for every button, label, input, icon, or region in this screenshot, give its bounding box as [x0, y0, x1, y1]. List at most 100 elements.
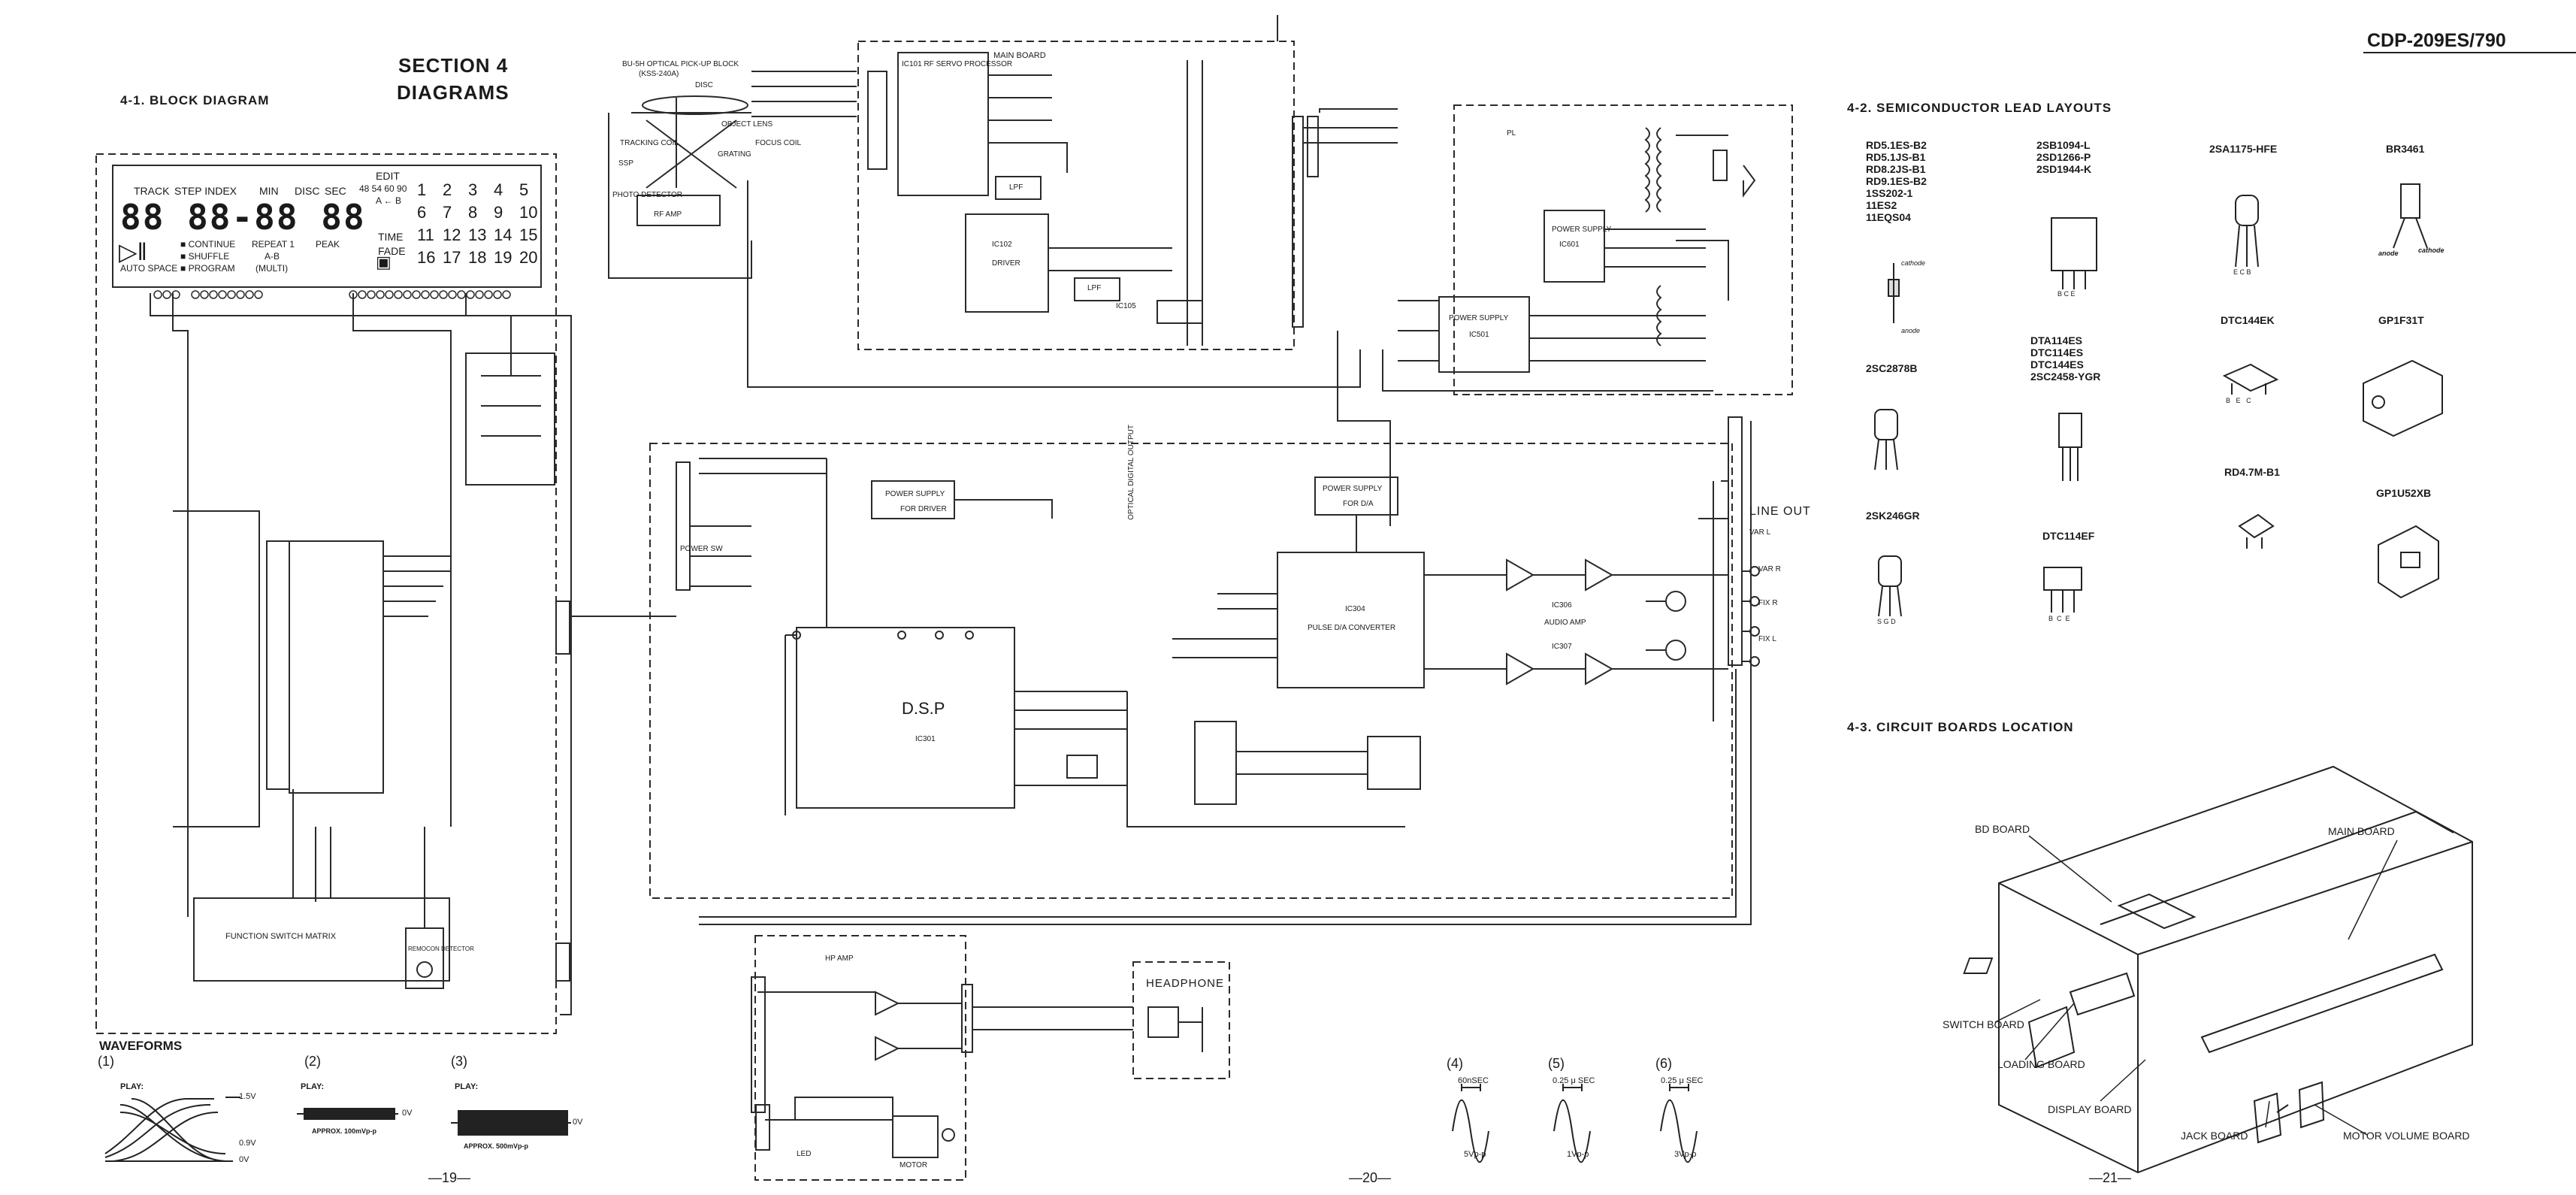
ic304-label: IC304	[1345, 605, 1365, 613]
waveform-4-num: (4)	[1447, 1056, 1464, 1071]
part-2sc2878b: 2SC2878B	[1866, 362, 1918, 374]
hp-region-outline	[754, 935, 966, 1181]
part-dtc144ek-pins: B E C	[2226, 397, 2251, 404]
section-title: SECTION 4	[398, 54, 509, 77]
grid-number: 15	[519, 225, 538, 244]
page-number-19: —19—	[428, 1170, 471, 1185]
board-label-jack: JACK BOARD	[2181, 1130, 2248, 1142]
chassis-art	[1963, 765, 2473, 1174]
driver-label: DRIVER	[992, 259, 1020, 268]
part-br3461-anode: anode	[2378, 250, 2399, 257]
speaker-icon: ▣	[376, 253, 392, 271]
rf-servo-label: IC101 RF SERVO PROCESSOR	[902, 60, 1013, 68]
waveform-6-amp: 3Vp-p	[1674, 1150, 1697, 1159]
waveform-1-v2: 0.9V	[239, 1139, 256, 1148]
boards-location-title: 4-3. CIRCUIT BOARDS LOCATION	[1847, 720, 2074, 734]
waveform-4-period: 60nSEC	[1458, 1076, 1489, 1085]
waveform-3-v1: 0V	[573, 1118, 583, 1127]
diode-anode-pin: anode	[1901, 327, 1921, 334]
waveform-5-amp: 1Vp-p	[1567, 1150, 1589, 1159]
grid-number: 10	[519, 203, 538, 222]
part-gp1u52xb: GP1U52XB	[2376, 487, 2432, 499]
optical-pickup-label: BU-5H OPTICAL PICK-UP BLOCK	[622, 60, 739, 68]
power-region-outline	[1453, 104, 1793, 395]
for-da-label: FOR D/A	[1343, 500, 1374, 508]
main-board-outline	[857, 41, 1295, 350]
label-track: TRACK	[134, 185, 170, 197]
power-sw-label: POWER SW	[680, 545, 723, 553]
part-2sk246gr: 2SK246GR	[1866, 510, 1920, 522]
grid-number: 14	[494, 225, 512, 244]
waveform-6-num: (6)	[1655, 1056, 1673, 1071]
part-gp1f31t: GP1F31T	[2378, 314, 2424, 326]
part-rd4-7m: RD4.7M-B1	[2224, 466, 2280, 478]
waveform-6-period: 0.25 μ SEC	[1661, 1076, 1704, 1085]
waveform-4-amp: 5Vp-p	[1464, 1150, 1486, 1159]
page-number-20: —20—	[1349, 1170, 1392, 1185]
waveform-5-num: (5)	[1548, 1056, 1565, 1071]
fix-r-label: FIX R	[1758, 599, 1778, 607]
waveform-3-label: PLAY:	[455, 1082, 479, 1091]
label-disc: DISC	[295, 185, 320, 197]
part-dtc144ek: DTC144EK	[2221, 314, 2275, 326]
grid-number: 5	[519, 180, 529, 199]
board-label-loading: LOADING BOARD	[1997, 1058, 2085, 1070]
part-dtc114ef: DTC114EF	[2042, 530, 2095, 542]
photo-detector-label: PHOTO DETECTOR	[612, 191, 682, 199]
indicator-continue: ■ CONTINUE	[180, 239, 236, 250]
indicator-shuffle: ■ SHUFFLE	[180, 251, 230, 262]
hp-amp-label: HP AMP	[825, 954, 854, 963]
label-time: TIME	[378, 231, 404, 243]
grid-number: 19	[494, 248, 512, 267]
display-board-outline	[95, 153, 557, 1034]
ssp-label: SSP	[618, 159, 634, 168]
line-out-label: LINE OUT	[1749, 505, 1811, 518]
function-switch-matrix-label: FUNCTION SWITCH MATRIX	[225, 932, 337, 941]
grid-number: 17	[443, 248, 461, 267]
grid-number: 11	[417, 225, 434, 244]
ic306-label: IC306	[1552, 601, 1572, 610]
waveform-1-v1: 1.5V	[239, 1092, 256, 1101]
headphone-outline	[1132, 961, 1230, 1079]
label-sec: SEC	[325, 185, 346, 197]
ic307-label: IC307	[1552, 643, 1572, 651]
diode-cathode-pin: cathode	[1901, 259, 1926, 267]
waveform-2-num: (2)	[304, 1054, 322, 1069]
grid-number: 2	[443, 180, 452, 199]
var-l-label: VAR L	[1749, 528, 1771, 537]
headphone-label: HEADPHONE	[1146, 977, 1225, 990]
indicator-repeat: REPEAT 1	[252, 239, 295, 250]
ic301-label: IC301	[915, 735, 936, 743]
diode-part-list: RD5.1ES-B2 RD5.1JS-B1 RD8.2JS-B1 RD9.1ES…	[1866, 139, 1927, 223]
indicator-ab: A-B	[265, 251, 280, 262]
pulse-da-label: PULSE D/A CONVERTER	[1308, 624, 1396, 632]
edit-values: 48 54 60 90	[359, 183, 407, 194]
grid-number: 12	[443, 225, 461, 244]
seven-seg-readout: 88 88-88 88	[120, 197, 366, 237]
track-number-grid: 1 2 3 4 5 6 7 8 9 10 11 12 13 14 15 16 1…	[417, 180, 552, 268]
grid-number: 8	[468, 203, 478, 222]
audio-amp-label: AUDIO AMP	[1544, 619, 1586, 627]
grid-number: 1	[417, 180, 427, 199]
tracking-coil-label: TRACKING COIL	[620, 139, 679, 147]
led-label: LED	[797, 1150, 812, 1158]
dsp-label: D.S.P	[902, 699, 945, 718]
waveform-1-num: (1)	[98, 1054, 115, 1069]
pl-label: PL	[1507, 129, 1516, 138]
board-label-switch: SWITCH BOARD	[1943, 1018, 2024, 1030]
label-fade: FADE	[378, 245, 406, 257]
grid-number: 3	[468, 180, 478, 199]
part-br3461: BR3461	[2386, 143, 2425, 155]
waveforms-art	[104, 1084, 1698, 1163]
waveform-3-num: (3)	[451, 1054, 468, 1069]
digital-transistor-part-list: DTA114ES DTC114ES DTC144ES 2SC2458-YGR	[2030, 334, 2101, 383]
grid-number: 4	[494, 180, 503, 199]
disc-label: DISC	[695, 81, 713, 89]
board-label-bd: BD BOARD	[1975, 823, 2030, 835]
remote-detector-label: REMOCON DETECTOR	[408, 945, 474, 952]
optical-output-label: OPTICAL DIGITAL OUTPUT	[1127, 425, 1135, 520]
indicator-auto-space: AUTO SPACE	[120, 263, 178, 274]
power-transistor-part-list: 2SB1094-L 2SD1266-P 2SD1944-K	[2036, 139, 2092, 175]
board-label-motor-volume: MOTOR VOLUME BOARD	[2343, 1130, 2470, 1142]
